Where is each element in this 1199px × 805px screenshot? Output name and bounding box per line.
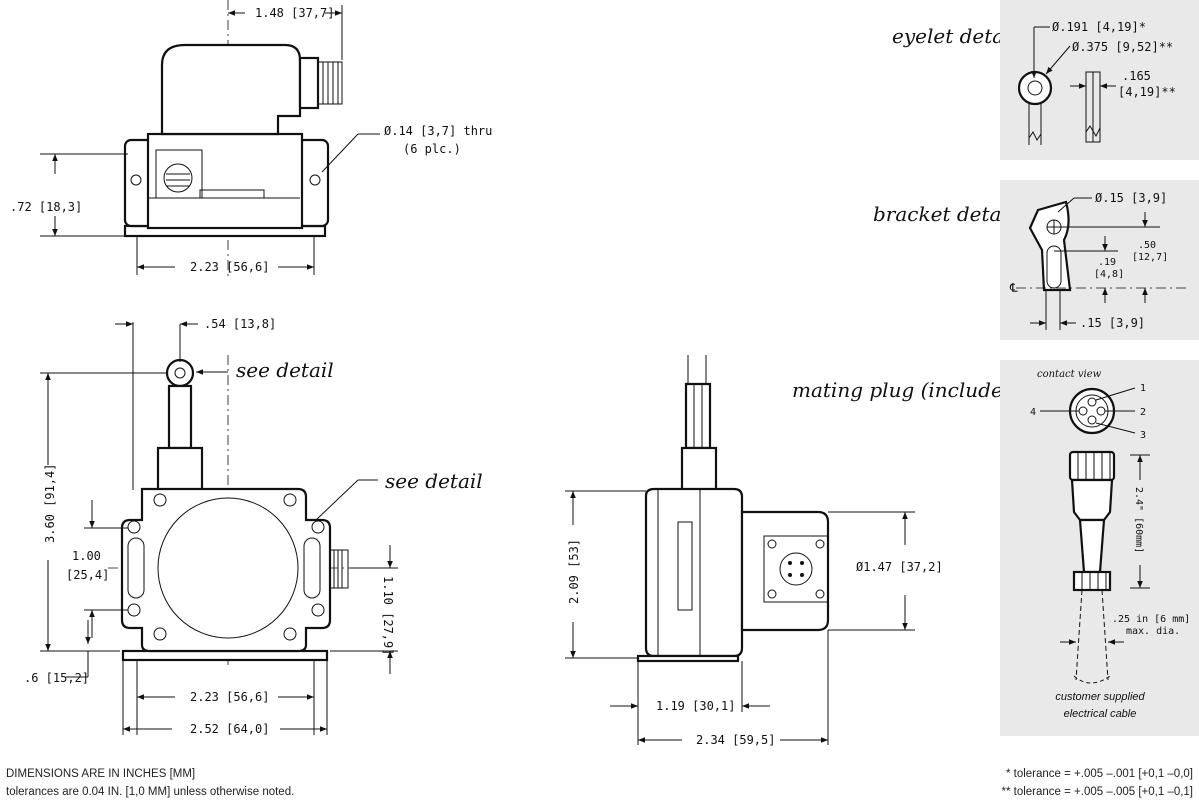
customer-cable-label-1: customer supplied bbox=[1055, 691, 1145, 703]
plug-dia-dim-1: .25 in [6 mm] bbox=[1112, 614, 1190, 625]
eyelet-thickness-dim-1: .165 bbox=[1122, 69, 1151, 83]
front-eyelet-offset-dim: .54 [13,8] bbox=[204, 317, 276, 331]
front-eyelet bbox=[165, 358, 195, 388]
front-slot-height-dim-2: [25,4] bbox=[66, 568, 109, 582]
bracket-panel-bg bbox=[1000, 180, 1199, 340]
front-connector bbox=[329, 549, 349, 589]
top-housing bbox=[160, 43, 302, 136]
side-connector-face bbox=[779, 552, 813, 586]
plug-body bbox=[1070, 478, 1114, 522]
pin-3-label: 3 bbox=[1140, 430, 1146, 441]
front-cable bbox=[167, 384, 193, 450]
eyelet-detail-label: eyelet detail bbox=[892, 24, 1017, 48]
pin-1 bbox=[1087, 397, 1097, 407]
eyelet-hole bbox=[1027, 80, 1043, 96]
top-width-dim: 1.48 [37,7] bbox=[255, 6, 334, 20]
front-base-dim: .6 [15,2] bbox=[24, 671, 89, 685]
eyelet-outer-dim: Ø.375 [9,52]** bbox=[1072, 40, 1173, 54]
plug-length-dim: 2.4" [60mm] bbox=[1133, 487, 1144, 553]
side-connector-housing bbox=[740, 510, 830, 632]
see-detail-eyelet: see detail bbox=[236, 358, 334, 382]
front-left-slot bbox=[127, 537, 145, 599]
front-main-body bbox=[120, 487, 332, 653]
eyelet-inner-dim: Ø.191 [4,19]* bbox=[1052, 20, 1146, 34]
front-drum bbox=[157, 497, 299, 639]
pin-2-label: 2 bbox=[1140, 407, 1146, 418]
pin-4-label: 4 bbox=[1030, 407, 1036, 418]
units-note: DIMENSIONS ARE IN INCHES [MM] bbox=[6, 768, 195, 780]
eyelet-thickness-dim-2: [4,19]** bbox=[1118, 85, 1176, 99]
front-connector-height-dim: 1.10 [27,9] bbox=[381, 576, 395, 655]
front-outer-width-dim: 2.52 [64,0] bbox=[190, 722, 269, 736]
front-right-slot bbox=[303, 537, 321, 599]
customer-cable-label-2: electrical cable bbox=[1064, 708, 1137, 720]
side-cable-guide bbox=[680, 446, 718, 492]
side-window bbox=[677, 521, 693, 611]
bracket-50-dim-1: .50 bbox=[1138, 240, 1156, 251]
see-detail-bracket: see detail bbox=[385, 469, 483, 493]
top-hub-circle bbox=[163, 163, 193, 193]
side-view: 2.09 [53] Ø1.47 [37,2] 1.19 [30,1] 2.34 … bbox=[565, 355, 943, 747]
front-base-plate bbox=[121, 649, 329, 662]
pin-1-label: 1 bbox=[1140, 383, 1146, 394]
default-tolerance-note: tolerances are 0.04 IN. [1,0 MM] unless … bbox=[6, 786, 294, 798]
bracket-15-dim: .15 [3,9] bbox=[1080, 316, 1145, 330]
side-connector-flange bbox=[763, 535, 829, 603]
bracket-19-dim-2: [4,8] bbox=[1094, 269, 1124, 280]
top-hole-count: (6 plc.) bbox=[403, 142, 461, 156]
bracket-19-dim-1: .19 bbox=[1098, 257, 1116, 268]
top-height-dim: .72 [18,3] bbox=[10, 200, 82, 214]
tolerance-note-2: ** tolerance = +.005 –.005 [+0,1 –0,1] bbox=[1002, 786, 1194, 798]
top-view: 1.48 [37,7] Ø.14 [3,7] thru (6 plc.) .72… bbox=[10, 0, 492, 280]
front-slot-height-dim-1: 1.00 bbox=[72, 549, 101, 563]
bracket-centerline-symbol: ℄ bbox=[1009, 281, 1018, 295]
plug-cable-nut bbox=[1072, 570, 1112, 592]
plug-dia-dim-2: max. dia. bbox=[1126, 626, 1180, 637]
side-diameter-dim: Ø1.47 [37,2] bbox=[856, 560, 943, 574]
bracket-detail-panel: Ø.15 [3,9] .50 [12,7] .19 [4,8] ℄ .15 [3… bbox=[1000, 180, 1199, 340]
bracket-50-dim-2: [12,7] bbox=[1132, 252, 1168, 263]
side-depth-dim-2: 2.34 [59,5] bbox=[696, 733, 775, 747]
tolerance-note-1: * tolerance = +.005 –.001 [+0,1 –0,0] bbox=[1006, 768, 1193, 780]
front-total-height-dim: 3.60 [91,4] bbox=[43, 464, 57, 543]
side-depth-dim-1: 1.19 [30,1] bbox=[656, 699, 735, 713]
top-connector-body bbox=[298, 56, 320, 110]
top-main-body bbox=[146, 132, 304, 230]
top-left-hole bbox=[130, 174, 142, 186]
front-cable-guide bbox=[156, 446, 204, 494]
bracket-hole-dim: Ø.15 [3,9] bbox=[1095, 191, 1167, 205]
eyelet-ring bbox=[1017, 70, 1053, 106]
mating-plug-label: mating plug (included) bbox=[792, 378, 1023, 402]
side-base bbox=[636, 654, 740, 663]
top-bottom-width-dim: 2.23 [56,6] bbox=[190, 260, 269, 274]
plug-strain-relief bbox=[1078, 518, 1106, 574]
front-view: .54 [13,8] see detail see detail 3.60 [9… bbox=[24, 317, 483, 736]
bracket-slot bbox=[1046, 245, 1062, 289]
bracket-detail-label: bracket detail bbox=[873, 202, 1014, 226]
front-inner-width-dim: 2.23 [56,6] bbox=[190, 690, 269, 704]
plug-knurled-nut bbox=[1068, 450, 1116, 482]
top-hole-dim: Ø.14 [3,7] thru bbox=[384, 124, 492, 138]
side-height-dim: 2.09 [53] bbox=[567, 539, 581, 604]
top-right-hole bbox=[309, 174, 321, 186]
mating-plug-panel: contact view 1 2 3 4 2.4" bbox=[1000, 360, 1199, 736]
pin-3 bbox=[1087, 415, 1097, 425]
top-connector-thread bbox=[317, 61, 343, 105]
eyelet-detail-panel: Ø.191 [4,19]* Ø.375 [9,52]** .165 [4,19]… bbox=[1000, 0, 1199, 160]
contact-view-label: contact view bbox=[1037, 369, 1102, 380]
side-main-body bbox=[644, 487, 744, 658]
side-cable bbox=[684, 382, 712, 450]
